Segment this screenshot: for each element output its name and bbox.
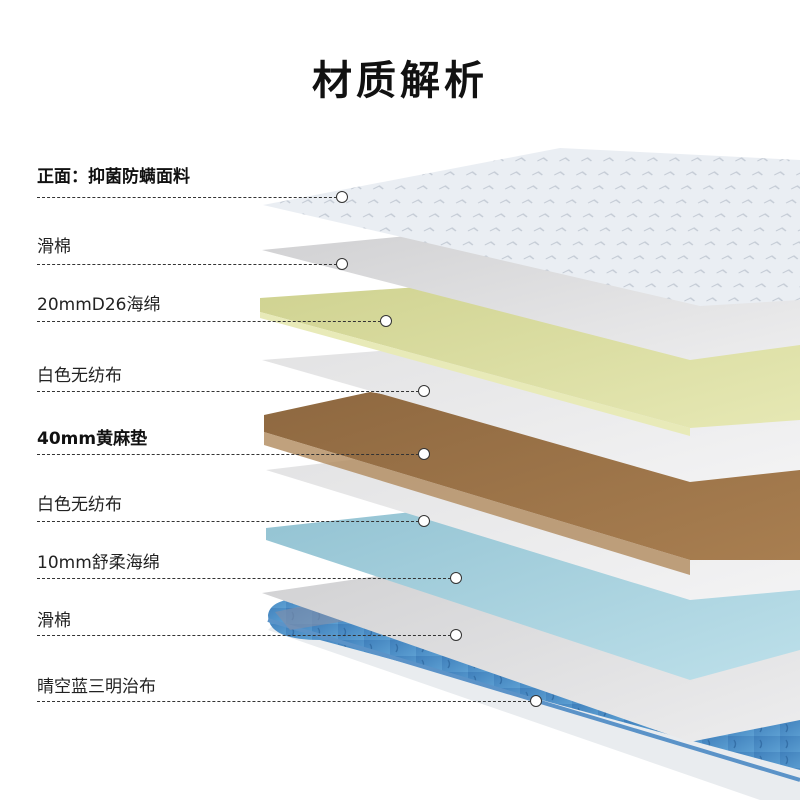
callout-dot-icon bbox=[380, 315, 392, 327]
leader-line bbox=[37, 391, 424, 392]
leader-line bbox=[37, 454, 424, 455]
callout-dot-icon bbox=[450, 572, 462, 584]
layer-label: 滑棉 bbox=[37, 237, 71, 257]
leader-line bbox=[37, 578, 456, 579]
page-title: 材质解析 bbox=[312, 58, 488, 104]
callout-dot-icon bbox=[450, 629, 462, 641]
layer-label: 20mmD26海绵 bbox=[37, 295, 161, 315]
layer-label: 40mm黄麻垫 bbox=[37, 429, 148, 449]
layer-top-fabric bbox=[263, 148, 800, 306]
callout-dot-icon bbox=[418, 385, 430, 397]
leader-line bbox=[37, 321, 386, 322]
callout-dot-icon bbox=[418, 515, 430, 527]
callout-dot-icon bbox=[336, 258, 348, 270]
layer-label: 白色无纺布 bbox=[37, 495, 122, 515]
leader-line bbox=[37, 521, 424, 522]
leader-line bbox=[37, 701, 536, 702]
leader-line bbox=[37, 264, 342, 265]
callout-dot-icon bbox=[530, 695, 542, 707]
layer-label: 正面：抑菌防螨面料 bbox=[37, 167, 190, 187]
leader-line bbox=[37, 197, 342, 198]
leader-line bbox=[37, 635, 456, 636]
layer-label: 白色无纺布 bbox=[37, 366, 122, 386]
layer-label: 滑棉 bbox=[37, 611, 71, 631]
layer-label: 10mm舒柔海绵 bbox=[37, 553, 160, 573]
callout-dot-icon bbox=[336, 191, 348, 203]
callout-dot-icon bbox=[418, 448, 430, 460]
layer-label: 晴空蓝三明治布 bbox=[37, 677, 156, 697]
layer-coir bbox=[264, 392, 800, 560]
